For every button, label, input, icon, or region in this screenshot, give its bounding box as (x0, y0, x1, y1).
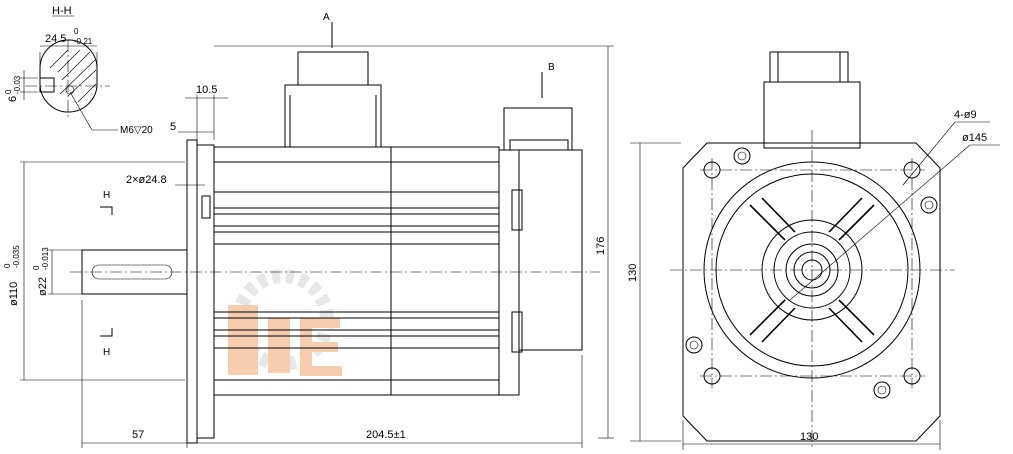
pilot-tol-upper: 0 (3, 263, 12, 268)
section-width-tol-lower: -0.21 (74, 37, 93, 46)
flange-thickness: 10.5 (196, 84, 217, 96)
section-label: H-H (52, 5, 72, 17)
shaft-tol-upper: 0 (32, 265, 41, 270)
pilot-tol-lower: -0.035 (12, 245, 21, 268)
body-length: 204.5±1 (366, 429, 406, 441)
section-width-tol-upper: 0 (74, 27, 79, 36)
shaft-tol-lower: -0.013 (41, 247, 50, 270)
section-depth-tol-lower: -0.03 (13, 75, 22, 94)
shaft-length: 57 (132, 429, 144, 441)
holes-dim: 2×ø24.8 (126, 174, 167, 186)
overall-height: 176 (595, 237, 607, 255)
thread-callout: M6▽20 (120, 125, 153, 136)
section-mark-bottom: H (103, 347, 110, 358)
pilot-diameter: ø110 (8, 282, 20, 306)
front-height: 130 (627, 264, 639, 282)
front-width: 130 (800, 431, 818, 443)
section-mark-top: H (103, 190, 110, 201)
spigot-dim: 5 (170, 121, 176, 133)
connector-b-label: B (548, 62, 555, 73)
section-hh (20, 39, 118, 131)
side-view (20, 22, 614, 448)
section-width: 24.5 (45, 33, 66, 45)
section-depth-tol-upper: 0 (4, 89, 13, 94)
connector-a-label: A (323, 12, 330, 23)
front-view (630, 51, 1000, 450)
section-depth: 6 (7, 96, 19, 102)
pcd-dim: ø145 (962, 132, 987, 144)
watermark-logo (228, 269, 342, 376)
mount-holes-dim: 4-ø9 (954, 109, 977, 121)
shaft-diameter: ø22 (37, 277, 49, 296)
